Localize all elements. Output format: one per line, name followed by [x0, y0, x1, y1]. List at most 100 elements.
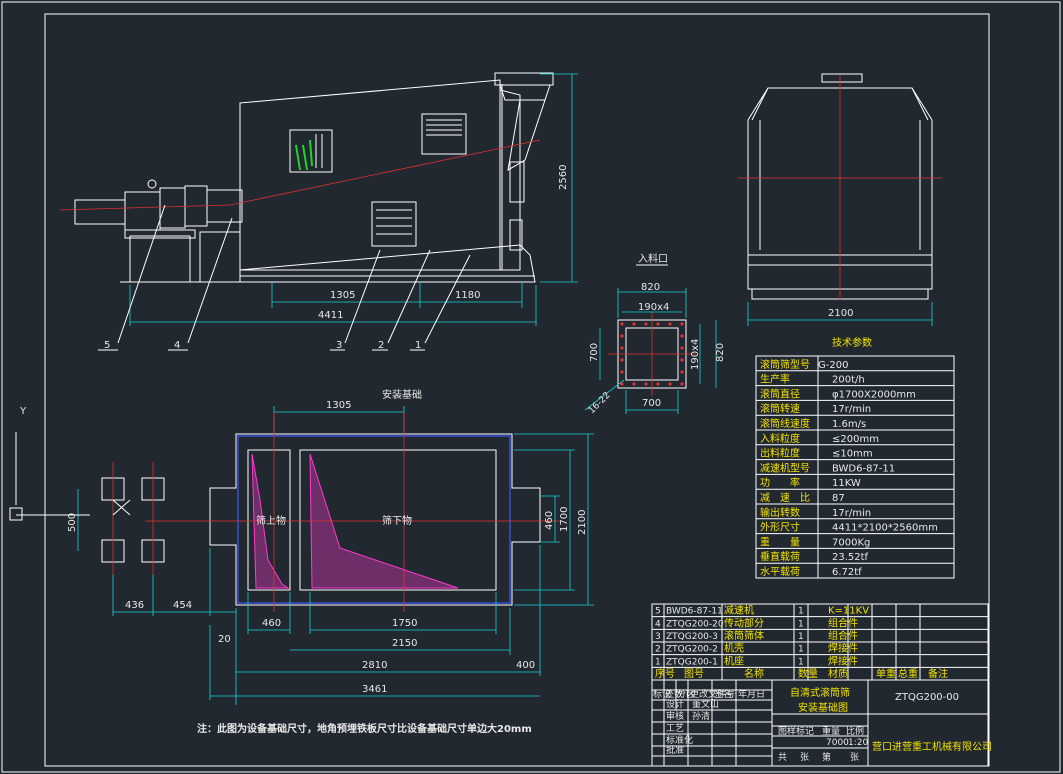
- foundation-note: 注：此图为设备基础尺寸，地角预埋铁板尺寸比设备基础尺寸单边大20mm: [197, 722, 532, 735]
- inlet-dim-700-left: 700: [589, 343, 600, 362]
- parts-cell: 2: [655, 645, 661, 655]
- parts-cell: ZTQG200-1: [666, 657, 718, 667]
- parts-cell: 1: [798, 645, 804, 655]
- tech-param-label: 减速机型号: [760, 461, 810, 474]
- sign-label: 工艺: [666, 723, 684, 734]
- parts-cell: 4: [655, 619, 661, 629]
- parts-cell: 1: [798, 607, 804, 617]
- sheet-total-label: 共: [778, 752, 787, 763]
- undersize-label: 筛下物: [382, 514, 412, 527]
- tech-param-label: 生产率: [760, 373, 790, 386]
- product-name: 自清式滚筒筛: [790, 686, 850, 699]
- parts-header-cell: 总重: [898, 667, 918, 680]
- tech-param-label: 出料粒度: [760, 447, 800, 460]
- tech-param-value: 23.52tf: [832, 552, 869, 563]
- main-side-view: 2560 1305 1180 4411 5 4 3 2 1: [59, 72, 578, 351]
- parts-cell: 5: [655, 607, 661, 617]
- main-height-dim: 2560: [558, 165, 569, 190]
- tech-param-value: 4411*2100*2560mm: [832, 523, 938, 534]
- rev-label: 标记: [653, 688, 671, 700]
- parts-header-cell: 名称: [744, 667, 764, 680]
- parts-cell: 组合件: [828, 616, 858, 629]
- stage-mark-label: 图样标记: [778, 725, 814, 737]
- main-dim-1305: 1305: [330, 290, 355, 301]
- rev-label: 处数: [665, 688, 683, 700]
- parts-cell: 减速机: [724, 604, 754, 617]
- tech-param-label: 外形尺寸: [760, 521, 800, 534]
- tech-param-value: G-200: [818, 360, 848, 371]
- signer-1: 董文山: [692, 698, 719, 710]
- tech-param-label: 功 率: [760, 476, 800, 489]
- tech-param-label: 滚筒直径: [760, 387, 800, 400]
- parts-cell: ZTQG200-2: [666, 645, 718, 655]
- tech-param-label: 垂直载荷: [760, 550, 800, 563]
- sign-label: 审核: [666, 710, 684, 722]
- parts-header-cell: 备注: [928, 667, 948, 680]
- inlet-detail: 入料口 820 190x4 700 190x4 820 700 16-22: [584, 252, 726, 417]
- inlet-hole-note: 16-22: [587, 391, 613, 417]
- weight-label: 重量: [822, 725, 840, 737]
- tech-param-label: 入料粒度: [760, 432, 800, 445]
- parts-cell: 1: [655, 657, 661, 667]
- tech-param-label: 输出转数: [760, 506, 800, 519]
- main-dim-4411: 4411: [318, 310, 343, 321]
- drawing-name: 安装基础图: [798, 701, 848, 714]
- signer-2: 孙清: [692, 710, 710, 722]
- foundation-dim-2810: 2810: [362, 660, 387, 671]
- callout-1: 1: [415, 340, 421, 351]
- tech-param-label: 减 速 比: [760, 492, 810, 504]
- parts-cell: 组合件: [828, 629, 858, 642]
- parts-cell: 传动部分: [724, 616, 764, 629]
- foundation-dim-1700: 1700: [559, 507, 570, 532]
- scale-label: 比例: [846, 725, 864, 737]
- inlet-dim-190x4-right: 190x4: [690, 339, 701, 370]
- callout-5: 5: [104, 340, 110, 351]
- foundation-plan: 安装基础 1305 筛上物 筛下物 500 436 454: [67, 388, 594, 705]
- parts-cell: 焊接件: [828, 642, 858, 655]
- parts-cell: 滚筒筛体: [724, 629, 764, 642]
- title-block: 自清式滚筒筛 安装基础图 ZTQG200-00 图样标记 重量 比例 7000 …: [651, 679, 992, 767]
- foundation-dim-2150: 2150: [392, 638, 417, 649]
- sheet-index-label: 第: [822, 751, 831, 763]
- tech-param-value: 1.6m/s: [832, 419, 866, 430]
- parts-cell: 3: [655, 632, 661, 642]
- tech-param-label: 滚筒筛型号: [760, 358, 810, 371]
- tech-param-value: BWD6-87-11: [832, 463, 895, 474]
- parts-cell: ZTQG200-3: [666, 632, 718, 642]
- tech-param-value: 7000Kg: [832, 537, 870, 548]
- inner-frame: [44, 13, 990, 767]
- tech-param-label: 重 量: [760, 535, 800, 548]
- rev-label: 更改文件号: [690, 688, 735, 700]
- weight-value: 7000: [826, 738, 849, 748]
- scale-value: 1:20: [848, 738, 868, 748]
- ucs-icon: Y: [9, 406, 90, 521]
- parts-cell: 焊接件: [828, 654, 858, 667]
- tech-param-value: ≤10mm: [832, 449, 873, 460]
- foundation-dim-20: 20: [218, 634, 231, 645]
- drawing-number: ZTQG200-00: [895, 692, 959, 703]
- main-dim-1180: 1180: [455, 290, 480, 301]
- sheet-total-unit: 张: [800, 752, 809, 763]
- parts-header-cell: 材质: [828, 667, 848, 680]
- parts-header-cell: 数量: [798, 667, 818, 680]
- tech-param-value: 17r/min: [832, 508, 871, 519]
- tech-param-value: φ1700X2000mm: [832, 389, 916, 400]
- ucs-y-label: Y: [19, 406, 27, 417]
- tech-param-value: 17r/min: [832, 404, 871, 415]
- inlet-dim-820-right: 820: [715, 343, 726, 362]
- sign-label: 设计: [666, 698, 684, 710]
- callout-4: 4: [174, 340, 180, 351]
- rev-label: 分区: [677, 689, 695, 700]
- tech-param-value: ≤200mm: [832, 434, 879, 445]
- tech-param-value: 200t/h: [832, 375, 865, 386]
- foundation-dim-500: 500: [67, 513, 78, 532]
- inlet-title: 入料口: [638, 252, 668, 265]
- parts-header-cell: 序号: [655, 667, 675, 680]
- parts-cell: BWD6-87-11: [666, 607, 723, 617]
- company-name: 营口进营重工机械有限公司: [872, 740, 992, 753]
- parts-cell: 机壳: [724, 642, 744, 655]
- foundation-dim-1305: 1305: [326, 400, 351, 411]
